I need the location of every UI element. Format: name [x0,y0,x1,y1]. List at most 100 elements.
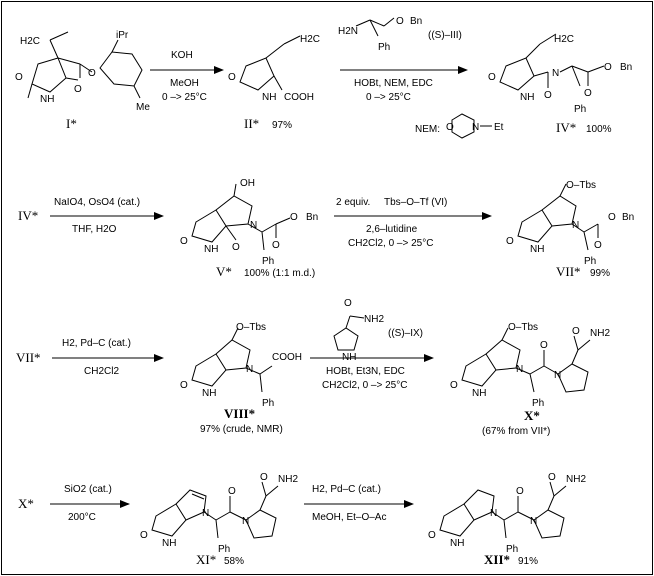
atom-Bn-V: Bn [306,212,318,223]
arrowhead-4 [482,212,492,220]
atom-O: O [15,72,23,83]
atom-CH2: H2C [300,34,320,45]
reagent-2-a: HOBt, NEM, EDC [354,78,433,89]
atom-O-ester-VII: O [594,240,602,251]
atom-OTbs-VIII: O–Tbs [236,322,266,333]
structure-XII [439,481,567,539]
structure-XI [151,481,279,539]
structure-VII [517,183,599,251]
atom-N-VIII: N [246,364,253,375]
atom-Me: Me [136,102,150,113]
atom-COOH-II: COOH [284,92,314,103]
reagent-7-bot: 200°C [68,512,96,523]
atom-NH-VIII: NH [202,388,216,399]
atom-O-amide-IV: O [544,90,552,101]
yield-X: (67% from VII*) [482,426,550,437]
compound-label-XII: XII* [484,552,510,567]
atom-O-II: O [228,72,236,83]
atom-COOH-VIII: COOH [272,352,302,363]
atom-O-amide-X: O [540,340,548,351]
atom-Ph-VIII: Ph [262,398,274,409]
arrowhead-2 [458,66,468,74]
reagent-1-top: KOH [171,50,193,61]
atom-O-XII: O [428,530,436,541]
compound-label-I: I* [66,116,77,131]
atom-OH-V: OH [240,178,255,189]
yield-IV: 100% [586,124,612,135]
reagent-7-top: SiO2 (cat.) [64,484,112,495]
reagent-4-VI: Tbs–O–Tf (VI) [384,197,447,208]
atom-Bn-IV: Bn [620,62,632,73]
reagent-1-mid: MeOH [170,78,199,89]
atom-NH2-X: NH2 [590,328,610,339]
atom-O-V2: O [290,212,298,223]
arrowhead-6 [424,354,434,362]
structure-V [191,183,291,251]
compound-label-V: V* [216,264,232,279]
reagent-5-bot: CH2Cl2 [84,366,119,377]
atom-O-IV2: O [604,62,612,73]
atom-H2C: H2C [20,36,40,47]
atom-O-IV: O [488,72,496,83]
atom-N-pro-XI: N [242,516,249,527]
reagent-8-top: H2, Pd–C (cat.) [312,484,381,495]
atom-O-lactam-V: O [232,242,240,253]
atom-NH2-XII: NH2 [566,474,586,485]
reagent-5-top: H2, Pd–C (cat.) [62,338,131,349]
atom-NH-IV: NH [520,92,534,103]
atom-Ph-XII: Ph [506,544,518,555]
atom-NH-XII: NH [450,538,464,549]
reagent-4-b: CH2Cl2, 0 –> 25°C [348,238,433,249]
atom-O-amide-XI: O [228,486,236,497]
atom-N-XI: N [202,508,209,519]
reagent-4-a: 2,6–lutidine [366,224,418,235]
arrowhead-3 [154,212,164,220]
compound-label-IV: IV* [556,120,576,135]
atom-N-NEM: N [472,122,479,133]
compound-label-VII-start: VII* [16,350,41,365]
atom-NH: NH [40,94,54,105]
structure-III [355,17,395,37]
atom-Ph-IV: Ph [574,104,586,115]
atom-N-pro-X: N [554,370,561,381]
atom-N-XII: N [490,508,497,519]
yield-XII: 91% [518,556,538,567]
atom-Et-NEM: Et [494,122,504,133]
atom-iPr: iPr [116,30,129,41]
compound-label-XI: XI* [196,552,216,567]
arrowhead-8 [404,500,414,508]
structure-NEM [451,113,492,139]
atom-O-NEM: O [446,122,454,133]
atom-O-VII: O [506,236,514,247]
arrowhead-7 [120,500,130,508]
atom-O-ester-IV: O [584,88,592,99]
yield-VIII: 97% (crude, NMR) [200,424,283,435]
atom-O-VII2: O [608,212,616,223]
reagent-6-a: HOBt, Et3N, EDC [326,366,405,377]
compound-label-VII: VII* [556,264,581,279]
atom-O-link: O [88,68,96,79]
structure-X [461,327,591,393]
compound-label-VIII: VIII* [224,406,255,421]
yield-V: 100% (1:1 m.d.) [244,268,315,279]
atom-N-pro-XII: N [530,516,537,527]
yield-VII: 99% [590,268,610,279]
atom-NH-XI: NH [162,538,176,549]
yield-II: 97% [272,120,292,131]
atom-NH2-XI: NH2 [278,474,298,485]
atom-O-IX: O [344,298,352,309]
atom-OTbs-VII: O–Tbs [566,180,596,191]
atom-NH-II: NH [262,92,276,103]
atom-NH-amide-IV: N [552,68,559,79]
atom-OTbs-X: O–Tbs [508,322,538,333]
arrowhead-5 [154,354,164,362]
reagent-3-bot: THF, H2O [72,224,117,235]
reagent-4-top: 2 equiv. [336,197,370,208]
reagent-1-bot: 0 –> 25°C [162,92,207,103]
compound-label-II: II* [244,116,259,131]
structure-IV [499,33,605,91]
atom-O-X: O [450,380,458,391]
atom-O-amide2-XII: O [548,472,556,483]
reagent-6-b: CH2Cl2, 0 –> 25°C [322,380,407,391]
